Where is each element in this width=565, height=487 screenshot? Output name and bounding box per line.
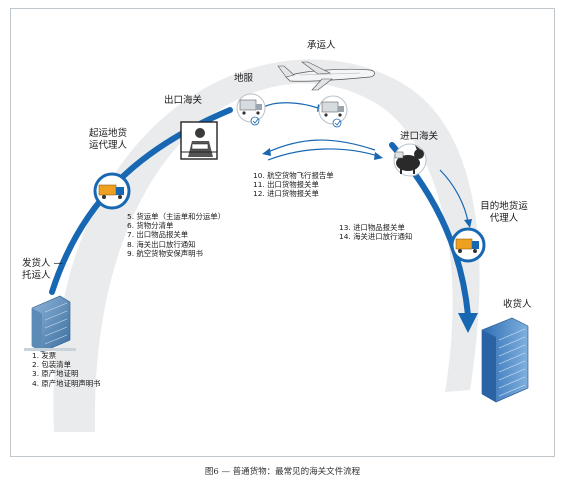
arch-band <box>53 59 480 432</box>
customs-officer-icon <box>180 121 218 160</box>
customs-dog-icon <box>393 143 427 177</box>
doc-item: 7. 出口物品报关单 <box>127 230 189 240</box>
doc-item: 10. 航空货物飞行报告单 <box>253 171 334 180</box>
dest-agent-doc-list: 13. 进口物品报关单 14. 海关进口放行通知 <box>339 223 412 241</box>
origin-agent-label-line2: 运代理人 <box>88 140 127 151</box>
office-building-icon <box>24 295 76 353</box>
consignee-label: 收货人 <box>503 299 532 310</box>
import-customs-label: 进口海关 <box>400 131 439 142</box>
doc-item: 9. 航空货物安保声明书 <box>127 248 203 258</box>
warehouse-building-icon <box>481 317 529 403</box>
doc-item: 4. 原产地证明声明书 <box>32 378 101 388</box>
connector-forward <box>267 148 379 161</box>
doc-item: 5. 货运单（主运单和分运单） <box>127 212 226 221</box>
connector-dest <box>439 169 469 223</box>
cargo-loader-icon-2 <box>318 95 348 128</box>
origin-agent-doc-list: 5. 货运单（主运单和分运单） 6. 货物分清单 7. 出口物品报关单 8. 海… <box>127 212 225 258</box>
connector-return <box>267 139 376 153</box>
doc-item: 6. 货物分清单 <box>127 221 174 231</box>
dest-agent-label-line1: 目的地货运 <box>480 201 528 212</box>
doc-item: 2. 包装清单 <box>32 360 71 370</box>
doc-item: 3. 原产地证明 <box>32 369 79 379</box>
shipper-doc-list: 1. 发票 2. 包装清单 3. 原产地证明 4. 原产地证明声明书 <box>32 351 101 388</box>
connector-loader <box>261 102 319 109</box>
truck-icon <box>93 172 131 210</box>
airplane-icon <box>277 61 375 91</box>
carrier-label: 承运人 <box>307 40 336 51</box>
flow-arrow-head <box>458 313 478 333</box>
export-customs-label: 出口海关 <box>164 95 203 106</box>
dest-agent-label-line2: 代理人 <box>489 213 519 224</box>
shipper-label: 发货人 — 托运人 <box>22 258 63 282</box>
doc-item: 13. 进口物品报关单 <box>339 223 405 232</box>
doc-item: 14. 海关进口放行通知 <box>339 232 413 242</box>
origin-agent-label-line1: 起运地货 <box>88 128 127 139</box>
doc-item: 12. 进口货物报关单 <box>253 189 319 199</box>
dest-agent-label: 目的地货运 代理人 <box>472 201 536 225</box>
cargo-loader-icon <box>236 93 266 126</box>
figure-caption: 图6 — 普通货物：最常见的海关文件流程 <box>204 467 361 477</box>
ground-handler-label: 地服 <box>234 73 254 84</box>
shipper-label-line1: 发货人 — <box>22 258 64 269</box>
doc-item: 11. 出口货物报关单 <box>253 180 319 190</box>
truck-icon-dest <box>450 227 486 263</box>
shipper-label-line2: 托运人 <box>22 270 51 281</box>
origin-agent-label: 起运地货 运代理人 <box>80 128 136 152</box>
doc-item: 1. 发票 <box>32 351 57 360</box>
doc-item: 8. 海关出口放行通知 <box>127 239 196 249</box>
carrier-doc-list: 10. 航空货物飞行报告单 11. 出口货物报关单 12. 进口货物报关单 <box>253 171 334 199</box>
